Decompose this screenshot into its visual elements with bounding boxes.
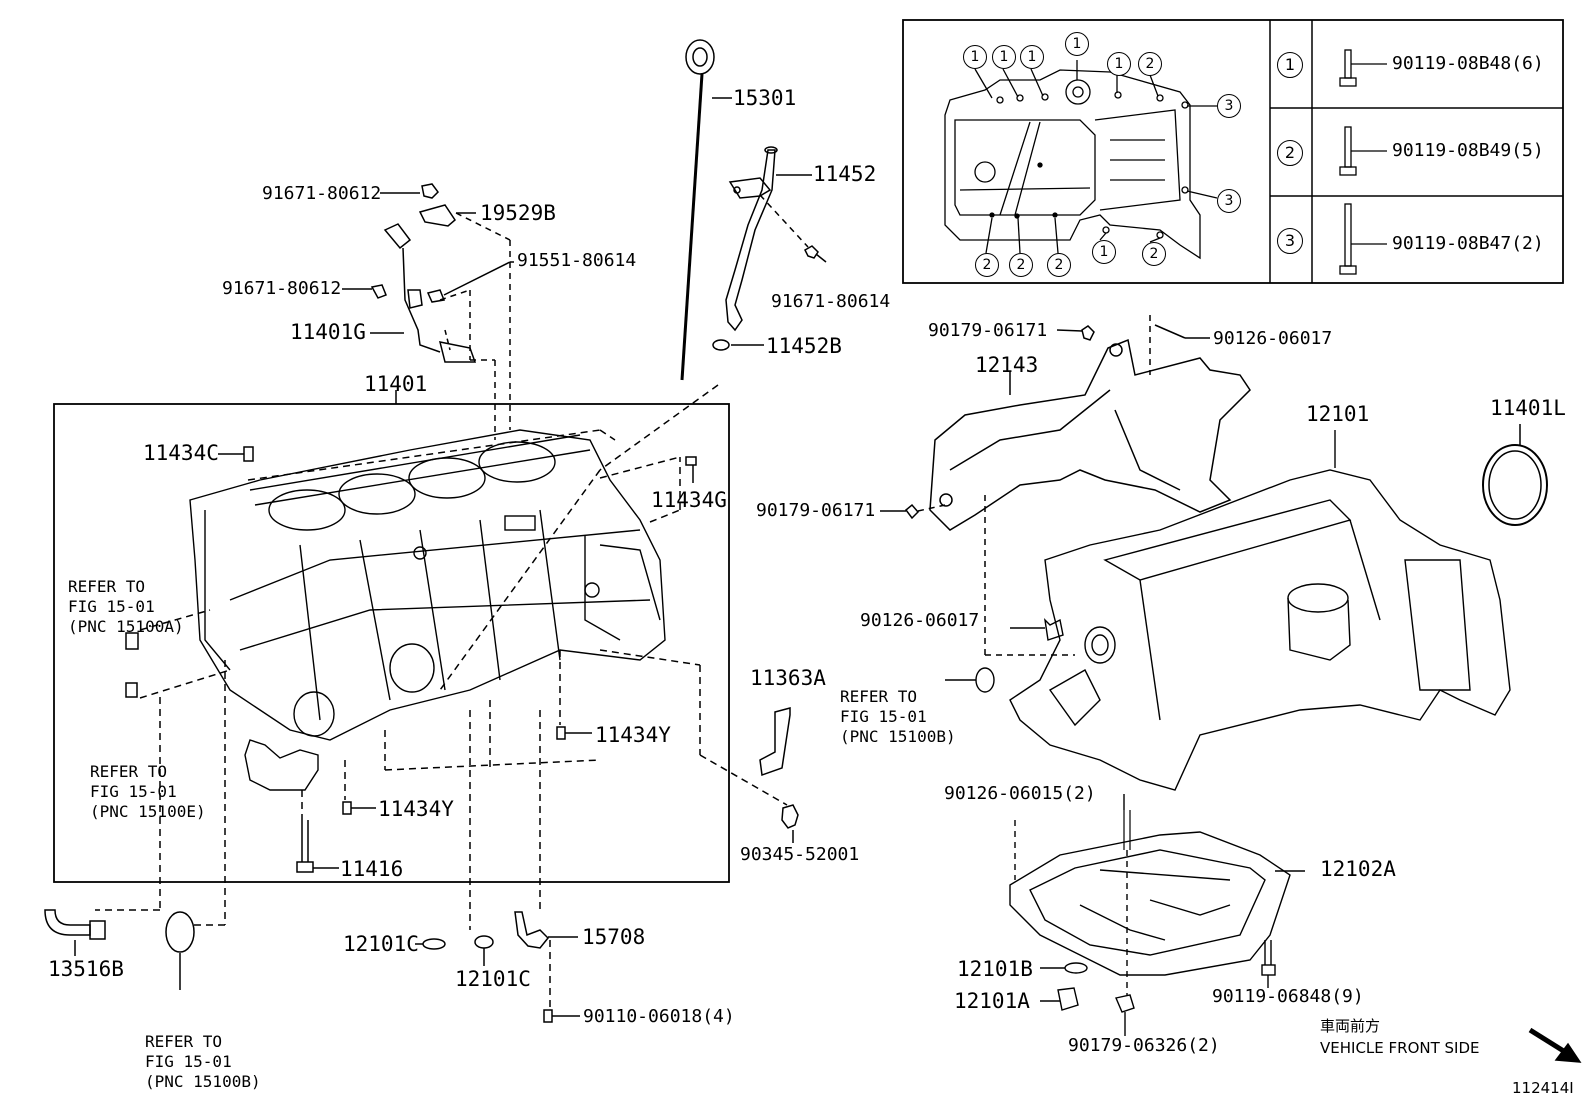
inset-callout-1c: 1 xyxy=(1020,45,1044,69)
knock-sensor-11401G xyxy=(342,183,514,440)
inset-callout-2c: 2 xyxy=(1009,253,1033,277)
bolt-table-part-3[interactable]: 90119-08B47(2) xyxy=(1392,233,1544,254)
part-91551-80614[interactable]: 91551-80614 xyxy=(517,250,637,271)
bolt-table-key-2: 2 xyxy=(1277,140,1303,166)
part-11434Y-right[interactable]: 11434Y xyxy=(595,723,671,747)
bolt-table-part-2[interactable]: 90119-08B49(5) xyxy=(1392,140,1544,161)
part-11401L[interactable]: 11401L xyxy=(1490,396,1566,420)
figure-id: 112414I xyxy=(1512,1079,1574,1097)
part-11401G[interactable]: 11401G xyxy=(290,320,366,344)
part-11452[interactable]: 11452 xyxy=(813,162,877,186)
inset-callout-1a: 1 xyxy=(963,45,987,69)
inset-callout-2a: 2 xyxy=(1138,52,1162,76)
inset-frame xyxy=(902,19,1564,284)
part-11401[interactable]: 11401 xyxy=(364,372,428,396)
cylinder-block-11401 xyxy=(189,429,666,791)
part-12102A[interactable]: 12102A xyxy=(1320,857,1396,881)
part-11434Y-left[interactable]: 11434Y xyxy=(378,797,454,821)
part-15301[interactable]: 15301 xyxy=(733,86,797,110)
inset-bolt-icons xyxy=(1339,49,1387,275)
oil-seal-11401L xyxy=(1482,424,1548,526)
part-90119-06848[interactable]: 90119-06848(9) xyxy=(1212,986,1364,1007)
cylinder-block-frame xyxy=(53,390,730,883)
part-91671-80612-mid[interactable]: 91671-80612 xyxy=(222,278,342,299)
part-12101A[interactable]: 12101A xyxy=(954,989,1030,1013)
part-90345-52001[interactable]: 90345-52001 xyxy=(740,844,860,865)
inset-callout-1b: 1 xyxy=(992,45,1016,69)
part-12101B[interactable]: 12101B xyxy=(957,957,1033,981)
part-12101C-left[interactable]: 12101C xyxy=(343,932,419,956)
part-11416[interactable]: 11416 xyxy=(340,857,404,881)
dipstick-15301 xyxy=(680,39,732,381)
inset-oil-pan-drawing xyxy=(944,60,1218,260)
bolt-table-key-3: 3 xyxy=(1277,228,1303,254)
part-90126-06017-top[interactable]: 90126-06017 xyxy=(1213,328,1333,349)
oil-pan-lower-12102A xyxy=(1009,794,1305,1036)
part-12101[interactable]: 12101 xyxy=(1306,402,1370,426)
inset-callout-2d: 2 xyxy=(1047,253,1071,277)
part-13516B[interactable]: 13516B xyxy=(48,957,124,981)
baffle-plate-12143 xyxy=(880,315,1251,656)
part-90179-06171-top[interactable]: 90179-06171 xyxy=(928,320,1048,341)
block-small-parts xyxy=(95,384,799,1010)
part-11363A[interactable]: 11363A xyxy=(750,666,826,690)
part-90179-06326[interactable]: 90179-06326(2) xyxy=(1068,1035,1220,1056)
vehicle-front-arrow xyxy=(1528,1027,1582,1063)
part-12101C-right[interactable]: 12101C xyxy=(455,967,531,991)
part-90126-06017-mid[interactable]: 90126-06017 xyxy=(860,610,980,631)
part-12143[interactable]: 12143 xyxy=(975,353,1039,377)
part-91671-80612-top[interactable]: 91671-80612 xyxy=(262,183,382,204)
part-90126-06015[interactable]: 90126-06015(2) xyxy=(944,783,1096,804)
part-11434C[interactable]: 11434C xyxy=(143,441,219,465)
part-11452B[interactable]: 11452B xyxy=(766,334,842,358)
inset-callout-1d: 1 xyxy=(1065,32,1089,56)
part-11434G[interactable]: 11434G xyxy=(651,488,727,512)
inset-callout-2b: 2 xyxy=(975,253,999,277)
part-19529B[interactable]: 19529B xyxy=(480,201,556,225)
bolt-table-key-1: 1 xyxy=(1277,52,1303,78)
bolt-table-part-1[interactable]: 90119-08B48(6) xyxy=(1392,53,1544,74)
lower-left-parts xyxy=(44,909,580,1023)
part-15708[interactable]: 15708 xyxy=(582,925,646,949)
part-90179-06171-mid[interactable]: 90179-06171 xyxy=(756,500,876,521)
inset-callout-3a: 3 xyxy=(1217,94,1241,118)
dipstick-guide-11452 xyxy=(712,146,827,351)
oil-pan-upper-12101 xyxy=(945,430,1511,791)
inset-callout-1e: 1 xyxy=(1107,52,1131,76)
vehicle-front-label-en: VEHICLE FRONT SIDE xyxy=(1320,1039,1480,1057)
part-90110-06018[interactable]: 90110-06018(4) xyxy=(583,1006,735,1027)
part-91671-80614[interactable]: 91671-80614 xyxy=(771,291,891,312)
vehicle-front-label-jp: 車両前方 xyxy=(1320,1017,1381,1035)
inset-callout-1f: 1 xyxy=(1092,240,1116,264)
inset-callout-2e: 2 xyxy=(1142,242,1166,266)
inset-callout-3b: 3 xyxy=(1217,189,1241,213)
